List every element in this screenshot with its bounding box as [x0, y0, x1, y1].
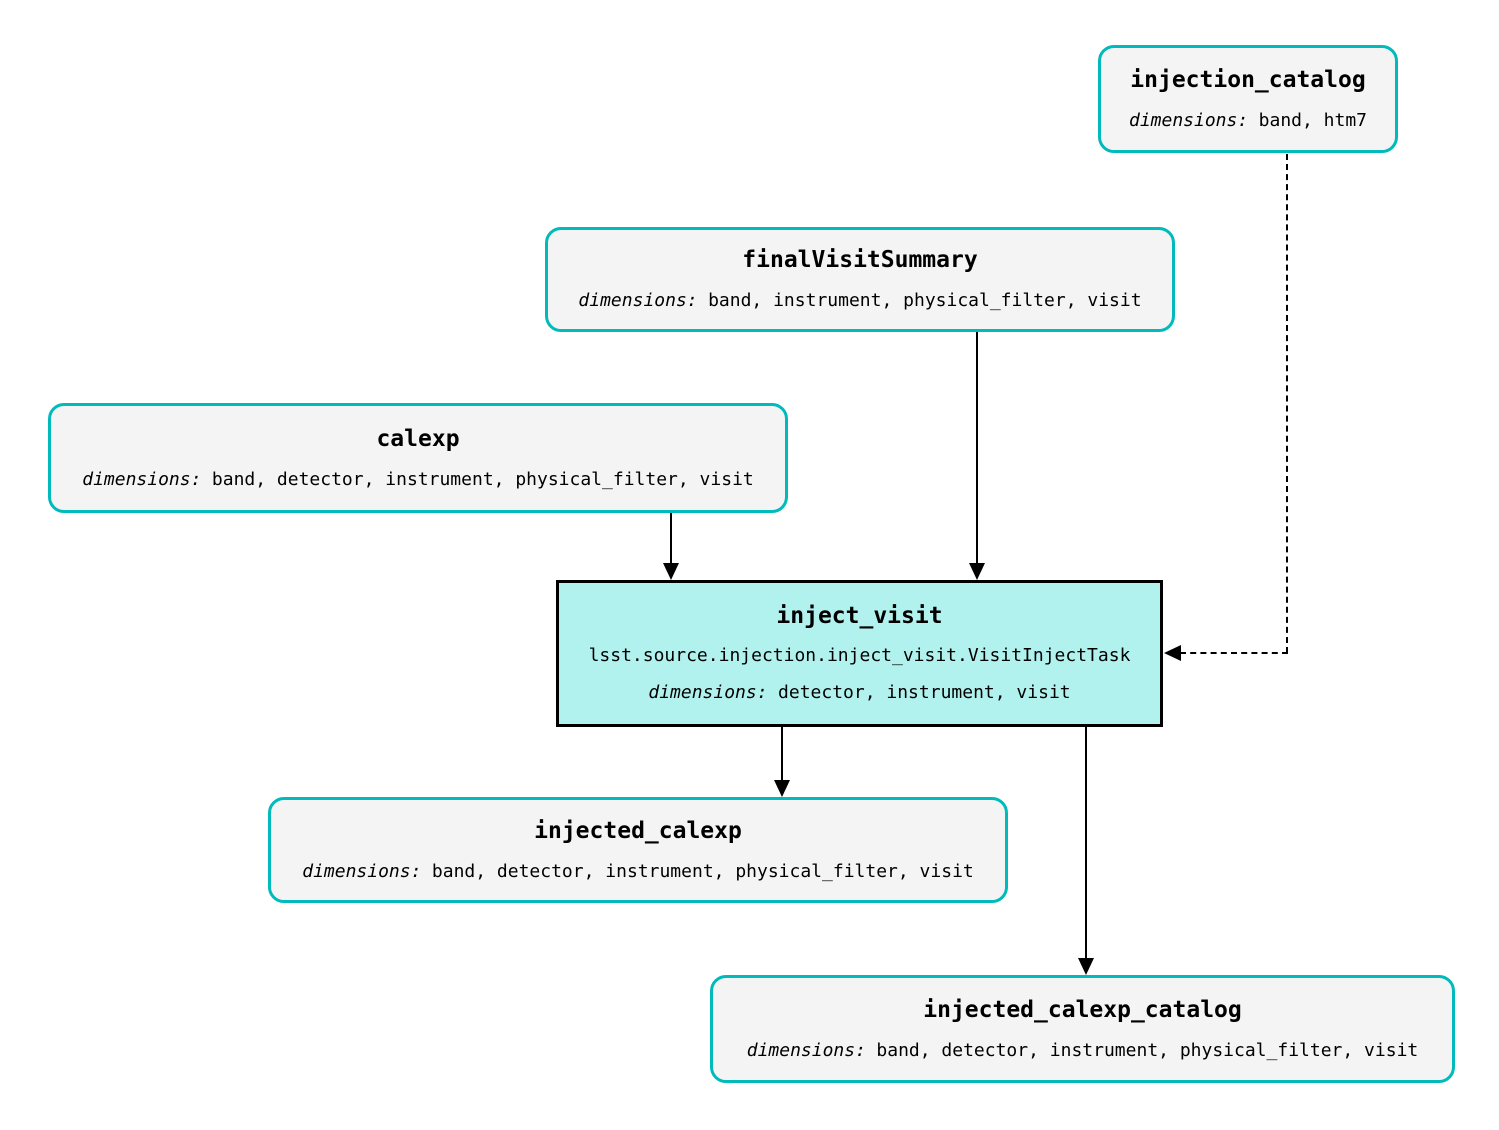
dimensions-label: dimensions: — [1128, 109, 1249, 131]
edge-injection-catalog-to-inject-visit-arrowhead-icon — [1164, 645, 1181, 661]
node-inject-visit-task: inject_visit lsst.source.injection.injec… — [556, 580, 1163, 727]
edge-inject-visit-to-injected-calexp-arrowhead-icon — [774, 780, 790, 797]
dimensions-value: band, detector, instrument, physical_fil… — [431, 860, 974, 882]
node-inject-visit-title: inject_visit — [776, 603, 943, 629]
dimensions-value: band, detector, instrument, physical_fil… — [876, 1039, 1419, 1061]
dimensions-value: band, detector, instrument, physical_fil… — [211, 468, 754, 490]
edge-inject-visit-to-injected-calexp-line — [781, 727, 783, 781]
dimensions-label: dimensions: — [578, 290, 698, 311]
dimensions-label: dimensions: — [648, 682, 768, 703]
edge-finalvisitsummary-to-inject-visit-line — [976, 332, 978, 565]
dimensions-value: band, instrument, physical_filter, visit — [708, 290, 1142, 311]
node-injected-calexp-catalog-dimensions: dimensions: band, detector, instrument, p… — [746, 1039, 1419, 1061]
node-inject-visit-dimensions: dimensions: detector, instrument, visit — [648, 684, 1070, 702]
node-finalvisitsummary-title: finalVisitSummary — [742, 247, 978, 273]
dimensions-label: dimensions: — [746, 1039, 866, 1061]
edge-injection-catalog-to-inject-visit-vertical-line — [1286, 154, 1288, 653]
node-calexp-dimensions: dimensions: band, detector, instrument, p… — [82, 468, 754, 490]
node-injected-calexp-catalog-title: injected_calexp_catalog — [923, 996, 1242, 1023]
edge-calexp-to-inject-visit-arrowhead-icon — [663, 563, 679, 580]
node-calexp-title: calexp — [376, 425, 460, 452]
node-injection-catalog-title: injection_catalog — [1130, 66, 1366, 93]
dimensions-label: dimensions: — [82, 468, 202, 490]
edge-finalvisitsummary-to-inject-visit-arrowhead-icon — [969, 563, 985, 580]
node-calexp: calexp dimensions: band, detector, instru… — [48, 403, 788, 513]
edge-injection-catalog-to-inject-visit-horizontal-line — [1180, 652, 1288, 654]
node-finalvisitsummary: finalVisitSummary dimensions: band, instr… — [545, 227, 1175, 332]
dimensions-value: band, htm7 — [1258, 109, 1368, 131]
node-injected-calexp-dimensions: dimensions: band, detector, instrument, p… — [302, 860, 974, 882]
node-inject-visit-task-class: lsst.source.injection.inject_visit.Visit… — [588, 645, 1131, 666]
node-injection-catalog: injection_catalog dimensions: band, htm7 — [1098, 45, 1398, 153]
edge-inject-visit-to-injected-calexp-catalog-arrowhead-icon — [1078, 958, 1094, 975]
node-injected-calexp-catalog: injected_calexp_catalog dimensions: band,… — [710, 975, 1455, 1083]
dimensions-value: detector, instrument, visit — [778, 682, 1071, 703]
edge-inject-visit-to-injected-calexp-catalog-line — [1085, 727, 1087, 959]
node-finalvisitsummary-dimensions: dimensions: band, instrument, physical_fi… — [578, 292, 1141, 310]
edge-calexp-to-inject-visit-line — [670, 513, 672, 565]
node-injection-catalog-dimensions: dimensions: band, htm7 — [1128, 109, 1368, 131]
node-injected-calexp: injected_calexp dimensions: band, detecto… — [268, 797, 1008, 903]
node-injected-calexp-title: injected_calexp — [534, 817, 742, 844]
dimensions-label: dimensions: — [302, 860, 422, 882]
